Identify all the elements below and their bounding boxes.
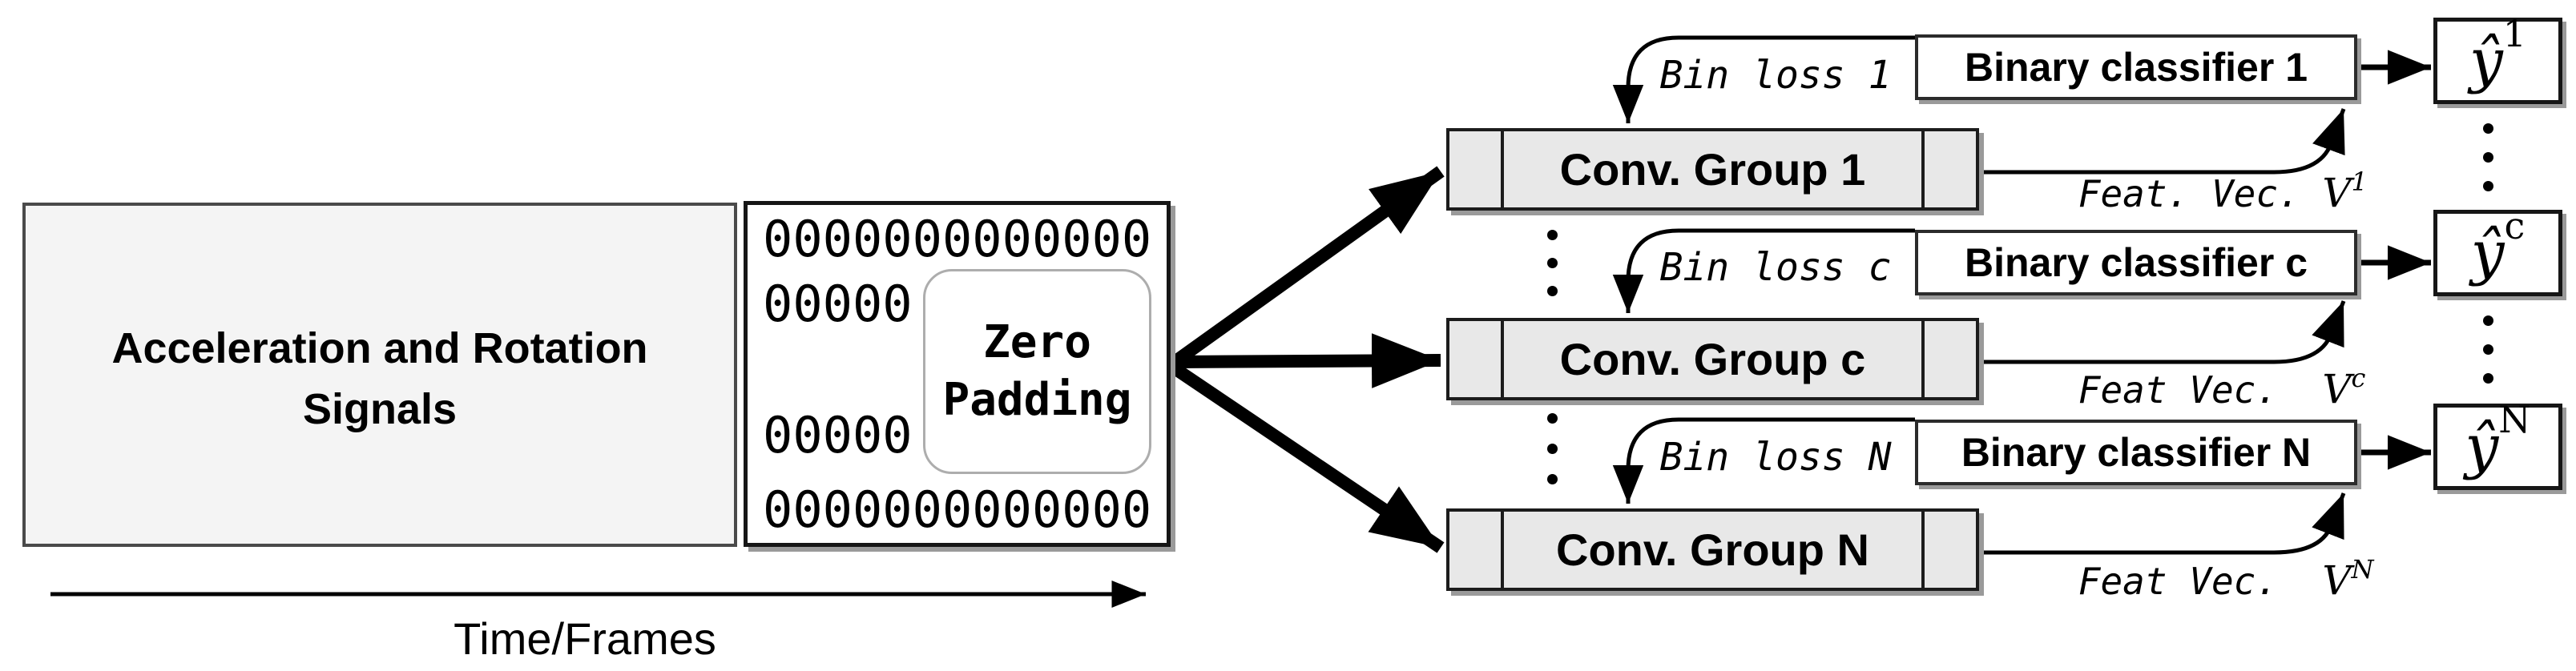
zeros-row-left-upper: 00000 [763, 275, 913, 333]
zero-padding-inner-box: Zero Padding [923, 269, 1151, 474]
binary-classifier-n-label: Binary classifier N [1961, 430, 2312, 475]
zeros-row-top: 0000000000000 [763, 210, 1152, 268]
conv-bar-divider [1501, 512, 1504, 588]
conv-group-n-label: Conv. Group N [1556, 524, 1869, 575]
output-ellipsis-dot [2483, 373, 2493, 384]
feat-vec-label-n: Feat Vec. VN [1989, 513, 2374, 653]
conv-ellipsis-dot [1547, 230, 1558, 240]
feat-vec-superscript: 1 [2351, 167, 2368, 197]
fanout-arrow-top [1171, 166, 1445, 368]
binary-classifier-1-label: Binary classifier 1 [1964, 45, 2308, 90]
output-ellipsis-dot [2483, 152, 2493, 163]
feat-vec-symbol: V [2322, 557, 2352, 604]
zeros-row-bottom: 0000000000000 [763, 480, 1152, 539]
feat-vec-superscript: N [2351, 554, 2374, 585]
bin-loss-label-1: Bin loss 1 [1659, 53, 1892, 98]
fanout-arrow-middle [1174, 333, 1441, 388]
output-ellipsis-dot [2483, 344, 2493, 355]
binary-classifier-c-box: Binary classifier c [1915, 230, 2357, 295]
output-ellipsis-dot [2483, 123, 2493, 134]
conv-group-n-bar: Conv. Group N [1446, 508, 1979, 591]
output-superscript: N [2498, 398, 2531, 441]
feat-vec-label-c: Feat Vec. Vc [1989, 322, 2366, 461]
output-superscript: c [2504, 204, 2526, 247]
output-symbol: ŷ [2470, 219, 2505, 287]
time-axis-label: Time/Frames [454, 613, 716, 664]
output-symbol: ŷ [2469, 26, 2503, 95]
conv-group-1-bar: Conv. Group 1 [1446, 128, 1979, 211]
conv-group-c-bar: Conv. Group c [1446, 318, 1979, 400]
bin-loss-label-n: Bin loss N [1659, 435, 1892, 480]
signals-label-line1: Acceleration and Rotation [111, 324, 648, 372]
conv-bar-divider [1501, 321, 1504, 397]
fanout-arrow-bottom [1171, 363, 1445, 553]
output-symbol: ŷ [2465, 412, 2499, 481]
feat-vec-superscript: c [2351, 363, 2366, 393]
binary-classifier-c-label: Binary classifier c [1964, 240, 2308, 285]
binary-classifier-1-box: Binary classifier 1 [1915, 34, 2357, 100]
conv-ellipsis-dot [1547, 413, 1558, 424]
conv-bar-divider [1501, 131, 1504, 207]
feat-vec-text: Feat Vec. [2078, 368, 2323, 412]
feat-vec-symbol: V [2322, 170, 2352, 216]
signals-label-line2: Signals [302, 385, 458, 433]
conv-bar-divider [1921, 512, 1925, 588]
zeros-row-left-lower: 00000 [763, 406, 913, 464]
zero-padding-label-line1: Zero [983, 316, 1091, 368]
feat-vec-symbol: V [2322, 366, 2352, 412]
conv-group-1-label: Conv. Group 1 [1559, 144, 1866, 195]
signals-box: Acceleration and Rotation Signals [22, 203, 737, 547]
feat-vec-label-1: Feat. Vec. V1 [1989, 126, 2368, 265]
conv-ellipsis-dot [1547, 286, 1558, 296]
conv-bar-divider [1921, 131, 1925, 207]
bin-loss-label-c: Bin loss c [1659, 245, 1892, 290]
feat-vec-text: Feat. Vec. [2078, 172, 2323, 215]
output-ellipsis-dot [2483, 315, 2493, 326]
zero-padding-label-line2: Padding [942, 374, 1132, 426]
conv-ellipsis-dot [1547, 258, 1558, 268]
output-ellipsis-dot [2483, 181, 2493, 191]
conv-group-c-label: Conv. Group c [1559, 334, 1866, 384]
conv-ellipsis-dot [1547, 474, 1558, 484]
conv-ellipsis-dot [1547, 444, 1558, 454]
output-superscript: 1 [2502, 12, 2527, 55]
conv-bar-divider [1921, 321, 1925, 397]
binary-classifier-n-box: Binary classifier N [1915, 420, 2357, 485]
feat-vec-text: Feat Vec. [2078, 560, 2323, 603]
